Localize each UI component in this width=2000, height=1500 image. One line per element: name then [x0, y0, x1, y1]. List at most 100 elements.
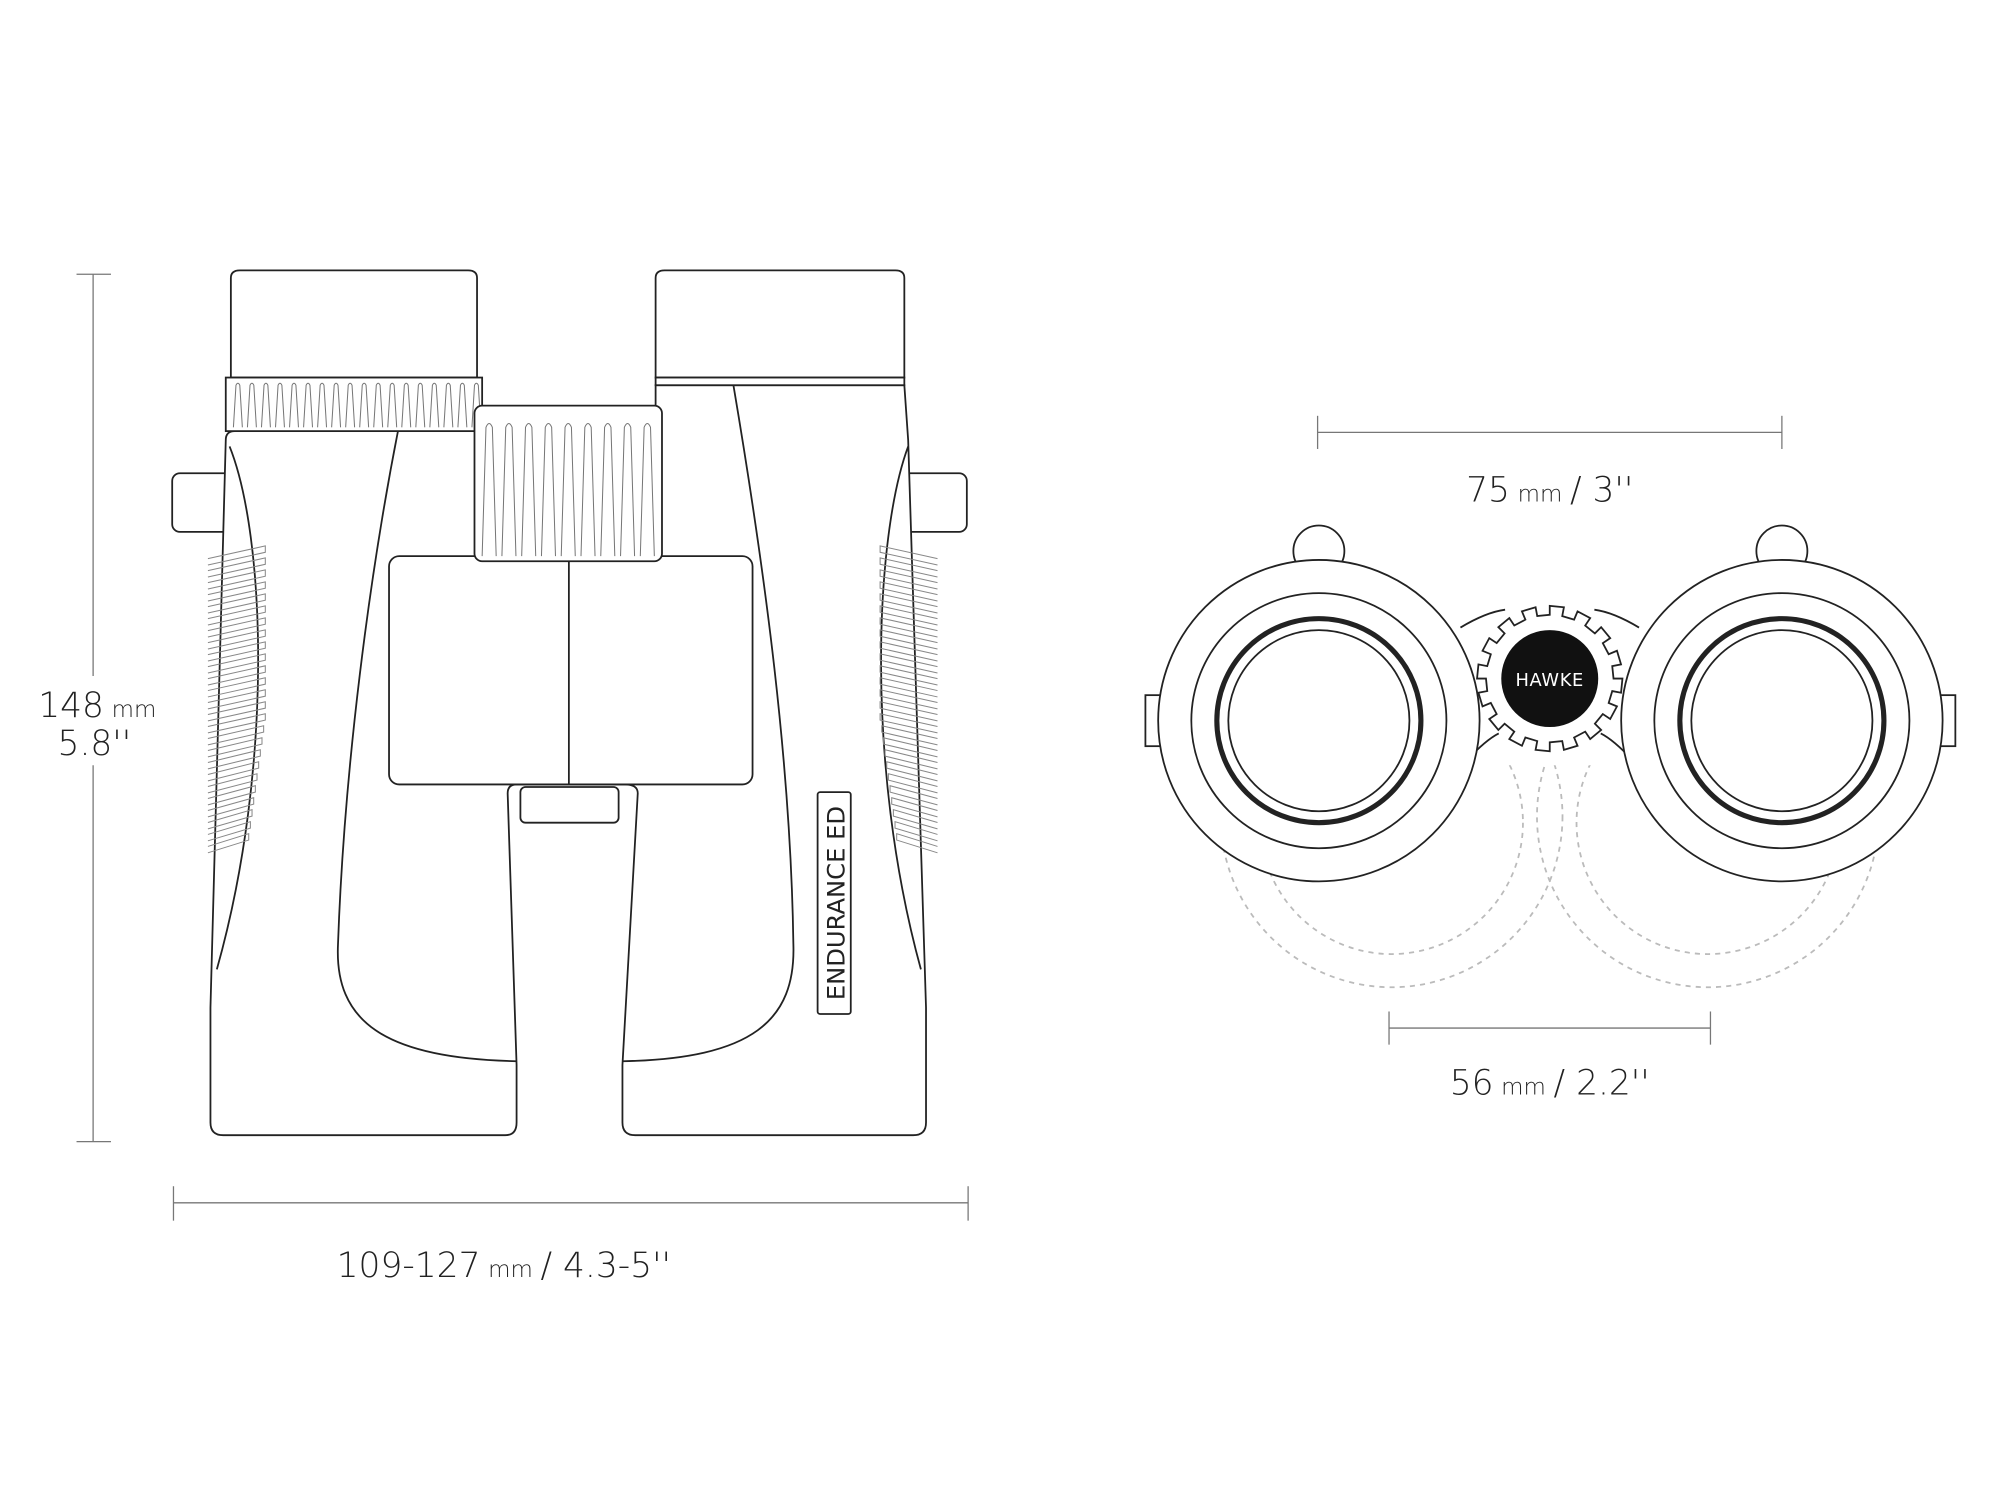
grip-ridge — [882, 737, 938, 758]
right-armor-line — [622, 385, 795, 1063]
grip-ridge — [879, 581, 938, 602]
grip-ridge — [207, 617, 266, 638]
grip-ridge — [207, 545, 266, 566]
ridge — [501, 422, 517, 557]
binocular-objective-view: HAWKE — [1144, 524, 1957, 989]
grip-ridge — [207, 761, 260, 782]
grip-ridge — [879, 569, 938, 590]
right-grip-edge — [880, 446, 922, 970]
grip-ridge — [879, 545, 938, 566]
left-objective-barrel — [1144, 524, 1481, 883]
grip-ridge — [207, 737, 263, 758]
grip-ridge — [892, 809, 938, 830]
left-grip-edge — [215, 446, 260, 970]
grip-ridge — [207, 653, 266, 674]
height-inch-label: 5.8'' — [58, 724, 132, 764]
grip-ridge — [207, 701, 266, 722]
grip-ridge — [879, 677, 938, 698]
grip-ridge — [879, 557, 938, 578]
ridge — [620, 422, 636, 557]
bridge-top-left — [1459, 608, 1506, 629]
grip-ridge — [879, 701, 938, 722]
grip-ridge — [207, 713, 266, 734]
ridge — [415, 382, 426, 428]
grip-ridge — [207, 820, 251, 842]
ridge — [317, 382, 328, 428]
ridge — [471, 382, 482, 428]
ridge — [275, 382, 285, 428]
grip-ridge — [879, 641, 938, 662]
grip-ridge — [207, 689, 266, 710]
model-label-box — [816, 791, 852, 1015]
binocular-front-view: ENDURANCE ED — [171, 269, 968, 1137]
grip-ridge — [207, 677, 266, 698]
grip-ridge — [207, 557, 266, 578]
ridge — [443, 382, 454, 428]
ridge — [401, 382, 412, 428]
grip-ridge — [879, 689, 938, 710]
ridge — [232, 382, 243, 428]
ridge — [457, 382, 468, 428]
grip-ridge — [207, 749, 261, 770]
ridge — [387, 382, 398, 428]
grip-ridge — [879, 605, 938, 626]
grip-ridge — [207, 593, 266, 614]
ridge — [560, 422, 576, 557]
brand-logo: HAWKE — [1516, 670, 1584, 691]
right-eyecup-band — [654, 376, 906, 387]
grip-ridge — [891, 797, 938, 818]
grip-ridge — [207, 773, 258, 794]
grip-ridge — [207, 605, 266, 626]
grip-ridge — [896, 832, 938, 854]
ridge — [289, 382, 299, 428]
grip-ridge — [207, 641, 266, 662]
ridge — [521, 422, 537, 557]
ridge — [639, 422, 655, 557]
ridge — [359, 382, 370, 428]
grip-ridge — [207, 797, 255, 818]
ridge — [481, 422, 497, 557]
grip-texture — [207, 545, 938, 854]
grip-ridge — [207, 725, 265, 746]
grip-ridge — [879, 665, 938, 686]
grip-ridge — [881, 725, 938, 746]
grip-ridge — [879, 713, 938, 734]
grip-ridge — [207, 665, 266, 686]
ridge — [429, 382, 440, 428]
grip-ridge — [207, 785, 256, 806]
ridge — [600, 422, 616, 557]
grip-ridge — [879, 617, 938, 638]
ridge — [373, 382, 384, 428]
left-armor-line — [336, 430, 517, 1063]
grip-ridge — [887, 773, 938, 794]
ridge — [580, 422, 596, 557]
bridge-top-right — [1594, 608, 1640, 629]
grip-ridge — [207, 809, 253, 830]
hidden-left-barrel — [1219, 644, 1564, 989]
ridge — [331, 382, 342, 428]
brand-logo-disc — [1501, 630, 1599, 728]
ridge — [345, 382, 356, 428]
ridge — [246, 382, 257, 428]
grip-ridge — [207, 581, 266, 602]
grip-ridge — [879, 593, 938, 614]
ridge — [303, 382, 314, 428]
diopter-ridges — [232, 382, 482, 428]
left-eyecup — [229, 269, 478, 379]
model-label: ENDURANCE ED — [822, 806, 850, 1000]
grip-ridge — [894, 820, 938, 842]
right-objective-barrel — [1620, 524, 1957, 883]
ridge — [540, 422, 556, 557]
grip-ridge — [207, 832, 250, 854]
focus-wheel-ridges — [481, 422, 655, 557]
grip-ridge — [889, 785, 938, 806]
ridge — [260, 382, 271, 428]
